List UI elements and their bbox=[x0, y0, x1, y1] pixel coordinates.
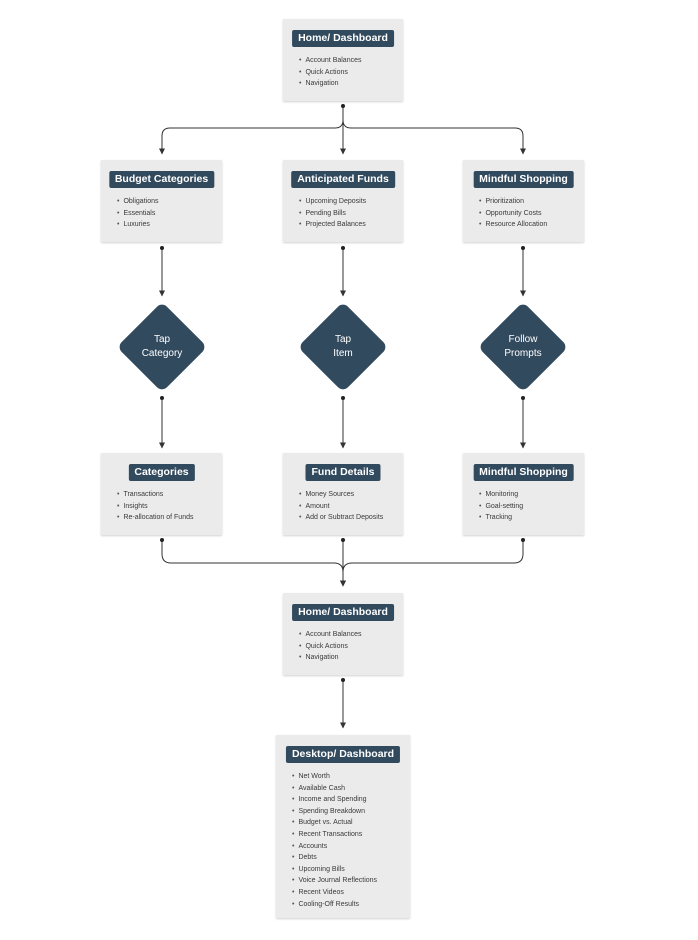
card-anticipated-funds: Anticipated Funds Upcoming DepositsPendi… bbox=[283, 160, 403, 242]
decision-line-1: Tap bbox=[153, 334, 171, 345]
item-list: Account BalancesQuick ActionsNavigation bbox=[299, 55, 362, 90]
card-title: Desktop/ Dashboard bbox=[285, 746, 401, 763]
card-title: Budget Categories bbox=[108, 171, 215, 188]
connector-home-to-budget bbox=[159, 106, 344, 155]
list-item: Projected Balances bbox=[299, 219, 366, 231]
list-item: Prioritization bbox=[479, 196, 547, 208]
card-title: Fund Details bbox=[305, 464, 381, 481]
list-item: Upcoming Bills bbox=[292, 864, 377, 876]
decision-tap-category: Tap Category bbox=[117, 333, 207, 361]
card-desktop-dashboard: Desktop/ Dashboard Net WorthAvailable Ca… bbox=[276, 735, 410, 918]
list-item: Essentials bbox=[117, 208, 158, 220]
card-title: Home/ Dashboard bbox=[292, 30, 394, 47]
item-list: Upcoming DepositsPending BillsProjected … bbox=[299, 196, 366, 231]
list-item: Transactions bbox=[117, 489, 194, 501]
list-item: Recent Transactions bbox=[292, 829, 377, 841]
connector-home-to-shopping bbox=[342, 106, 526, 155]
decision-tap-item: Tap Item bbox=[298, 333, 388, 361]
list-item: Luxuries bbox=[117, 219, 158, 231]
decision-line-1: Follow bbox=[508, 334, 538, 345]
list-item: Amount bbox=[299, 501, 383, 513]
item-list: ObligationsEssentialsLuxuries bbox=[117, 196, 158, 231]
list-item: Income and Spending bbox=[292, 794, 377, 806]
list-item: Monitoring bbox=[479, 489, 523, 501]
card-title: Mindful Shopping bbox=[473, 464, 574, 481]
list-item: Money Sources bbox=[299, 489, 383, 501]
item-list: Account BalancesQuick ActionsNavigation bbox=[299, 629, 362, 664]
card-fund-details: Fund Details Money SourcesAmountAdd or S… bbox=[283, 453, 403, 535]
list-item: Quick Actions bbox=[299, 641, 362, 653]
list-item: Add or Subtract Deposits bbox=[299, 512, 383, 524]
card-title: Mindful Shopping bbox=[473, 171, 574, 188]
card-title: Anticipated Funds bbox=[291, 171, 395, 188]
card-mindful-shopping-bottom: Mindful Shopping MonitoringGoal-settingT… bbox=[463, 453, 584, 535]
list-item: Account Balances bbox=[299, 55, 361, 67]
list-item: Recent Videos bbox=[292, 887, 377, 899]
item-list: TransactionsInsightsRe-allocation of Fun… bbox=[117, 489, 194, 524]
card-categories: Categories TransactionsInsightsRe-alloca… bbox=[101, 453, 222, 535]
list-item: Available Cash bbox=[292, 783, 377, 795]
list-item: Insights bbox=[117, 501, 194, 513]
connector-categories-to-home bbox=[161, 540, 346, 587]
list-item: Cooling-Off Results bbox=[292, 899, 377, 911]
list-item: Accounts bbox=[292, 841, 377, 853]
decision-line-1: Tap bbox=[334, 334, 352, 345]
item-list: Money SourcesAmountAdd or Subtract Depos… bbox=[299, 489, 383, 524]
list-item: Goal-setting bbox=[479, 501, 523, 513]
list-item: Quick Actions bbox=[299, 67, 362, 79]
card-mindful-shopping-top: Mindful Shopping PrioritizationOpportuni… bbox=[463, 160, 584, 242]
decision-line-2: Prompts bbox=[504, 348, 542, 359]
item-list: PrioritizationOpportunity CostsResource … bbox=[479, 196, 547, 231]
list-item: Tracking bbox=[479, 512, 523, 524]
list-item: Opportunity Costs bbox=[479, 208, 547, 220]
card-title: Home/ Dashboard bbox=[292, 604, 394, 621]
list-item: Budget vs. Actual bbox=[292, 817, 377, 829]
card-home-dashboard-bottom: Home/ Dashboard Account BalancesQuick Ac… bbox=[283, 593, 403, 675]
card-budget-categories: Budget Categories ObligationsEssentialsL… bbox=[101, 160, 222, 242]
item-list: MonitoringGoal-settingTracking bbox=[479, 489, 523, 524]
list-item: Debts bbox=[292, 852, 377, 864]
list-item: Account Balances bbox=[299, 629, 361, 641]
item-list: Net WorthAvailable CashIncome and Spendi… bbox=[292, 771, 377, 910]
decision-line-2: Category bbox=[141, 348, 183, 359]
card-title: Categories bbox=[128, 464, 195, 481]
decision-follow-prompts: Follow Prompts bbox=[478, 333, 568, 361]
list-item: Re-allocation of Funds bbox=[117, 512, 193, 524]
list-item: Net Worth bbox=[292, 771, 377, 783]
decision-line-2: Item bbox=[333, 348, 353, 359]
list-item: Navigation bbox=[299, 652, 362, 664]
list-item: Obligations bbox=[117, 196, 158, 208]
list-item: Upcoming Deposits bbox=[299, 196, 366, 208]
connector-shopping-to-home bbox=[340, 540, 524, 587]
list-item: Navigation bbox=[299, 78, 362, 90]
list-item: Spending Breakdown bbox=[292, 806, 377, 818]
list-item: Voice Journal Reflections bbox=[292, 875, 377, 887]
list-item: Pending Bills bbox=[299, 208, 366, 220]
card-home-dashboard-top: Home/ Dashboard Account BalancesQuick Ac… bbox=[283, 19, 403, 101]
list-item: Resource Allocation bbox=[479, 219, 547, 231]
